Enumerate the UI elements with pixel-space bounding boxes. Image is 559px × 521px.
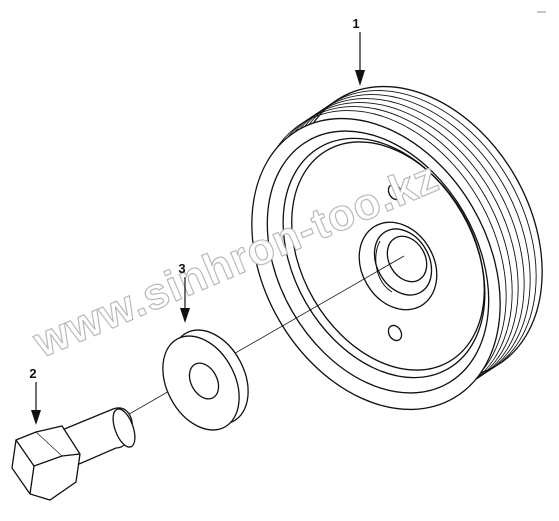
center-axis-line	[97, 255, 405, 433]
callout-number-2: 2	[29, 366, 36, 381]
bolt	[11, 407, 136, 501]
callout-washer: 3	[178, 261, 190, 323]
callout-pulley: 1	[352, 16, 365, 86]
washer	[162, 329, 249, 431]
callout-bolt: 2	[29, 366, 41, 425]
callout-arrow-2	[31, 410, 41, 425]
crankshaft-pulley	[251, 85, 543, 411]
callout-number-1: 1	[352, 16, 359, 31]
callout-number-3: 3	[178, 261, 185, 276]
callout-arrow-3	[180, 308, 190, 323]
callout-arrow-1	[355, 70, 365, 86]
